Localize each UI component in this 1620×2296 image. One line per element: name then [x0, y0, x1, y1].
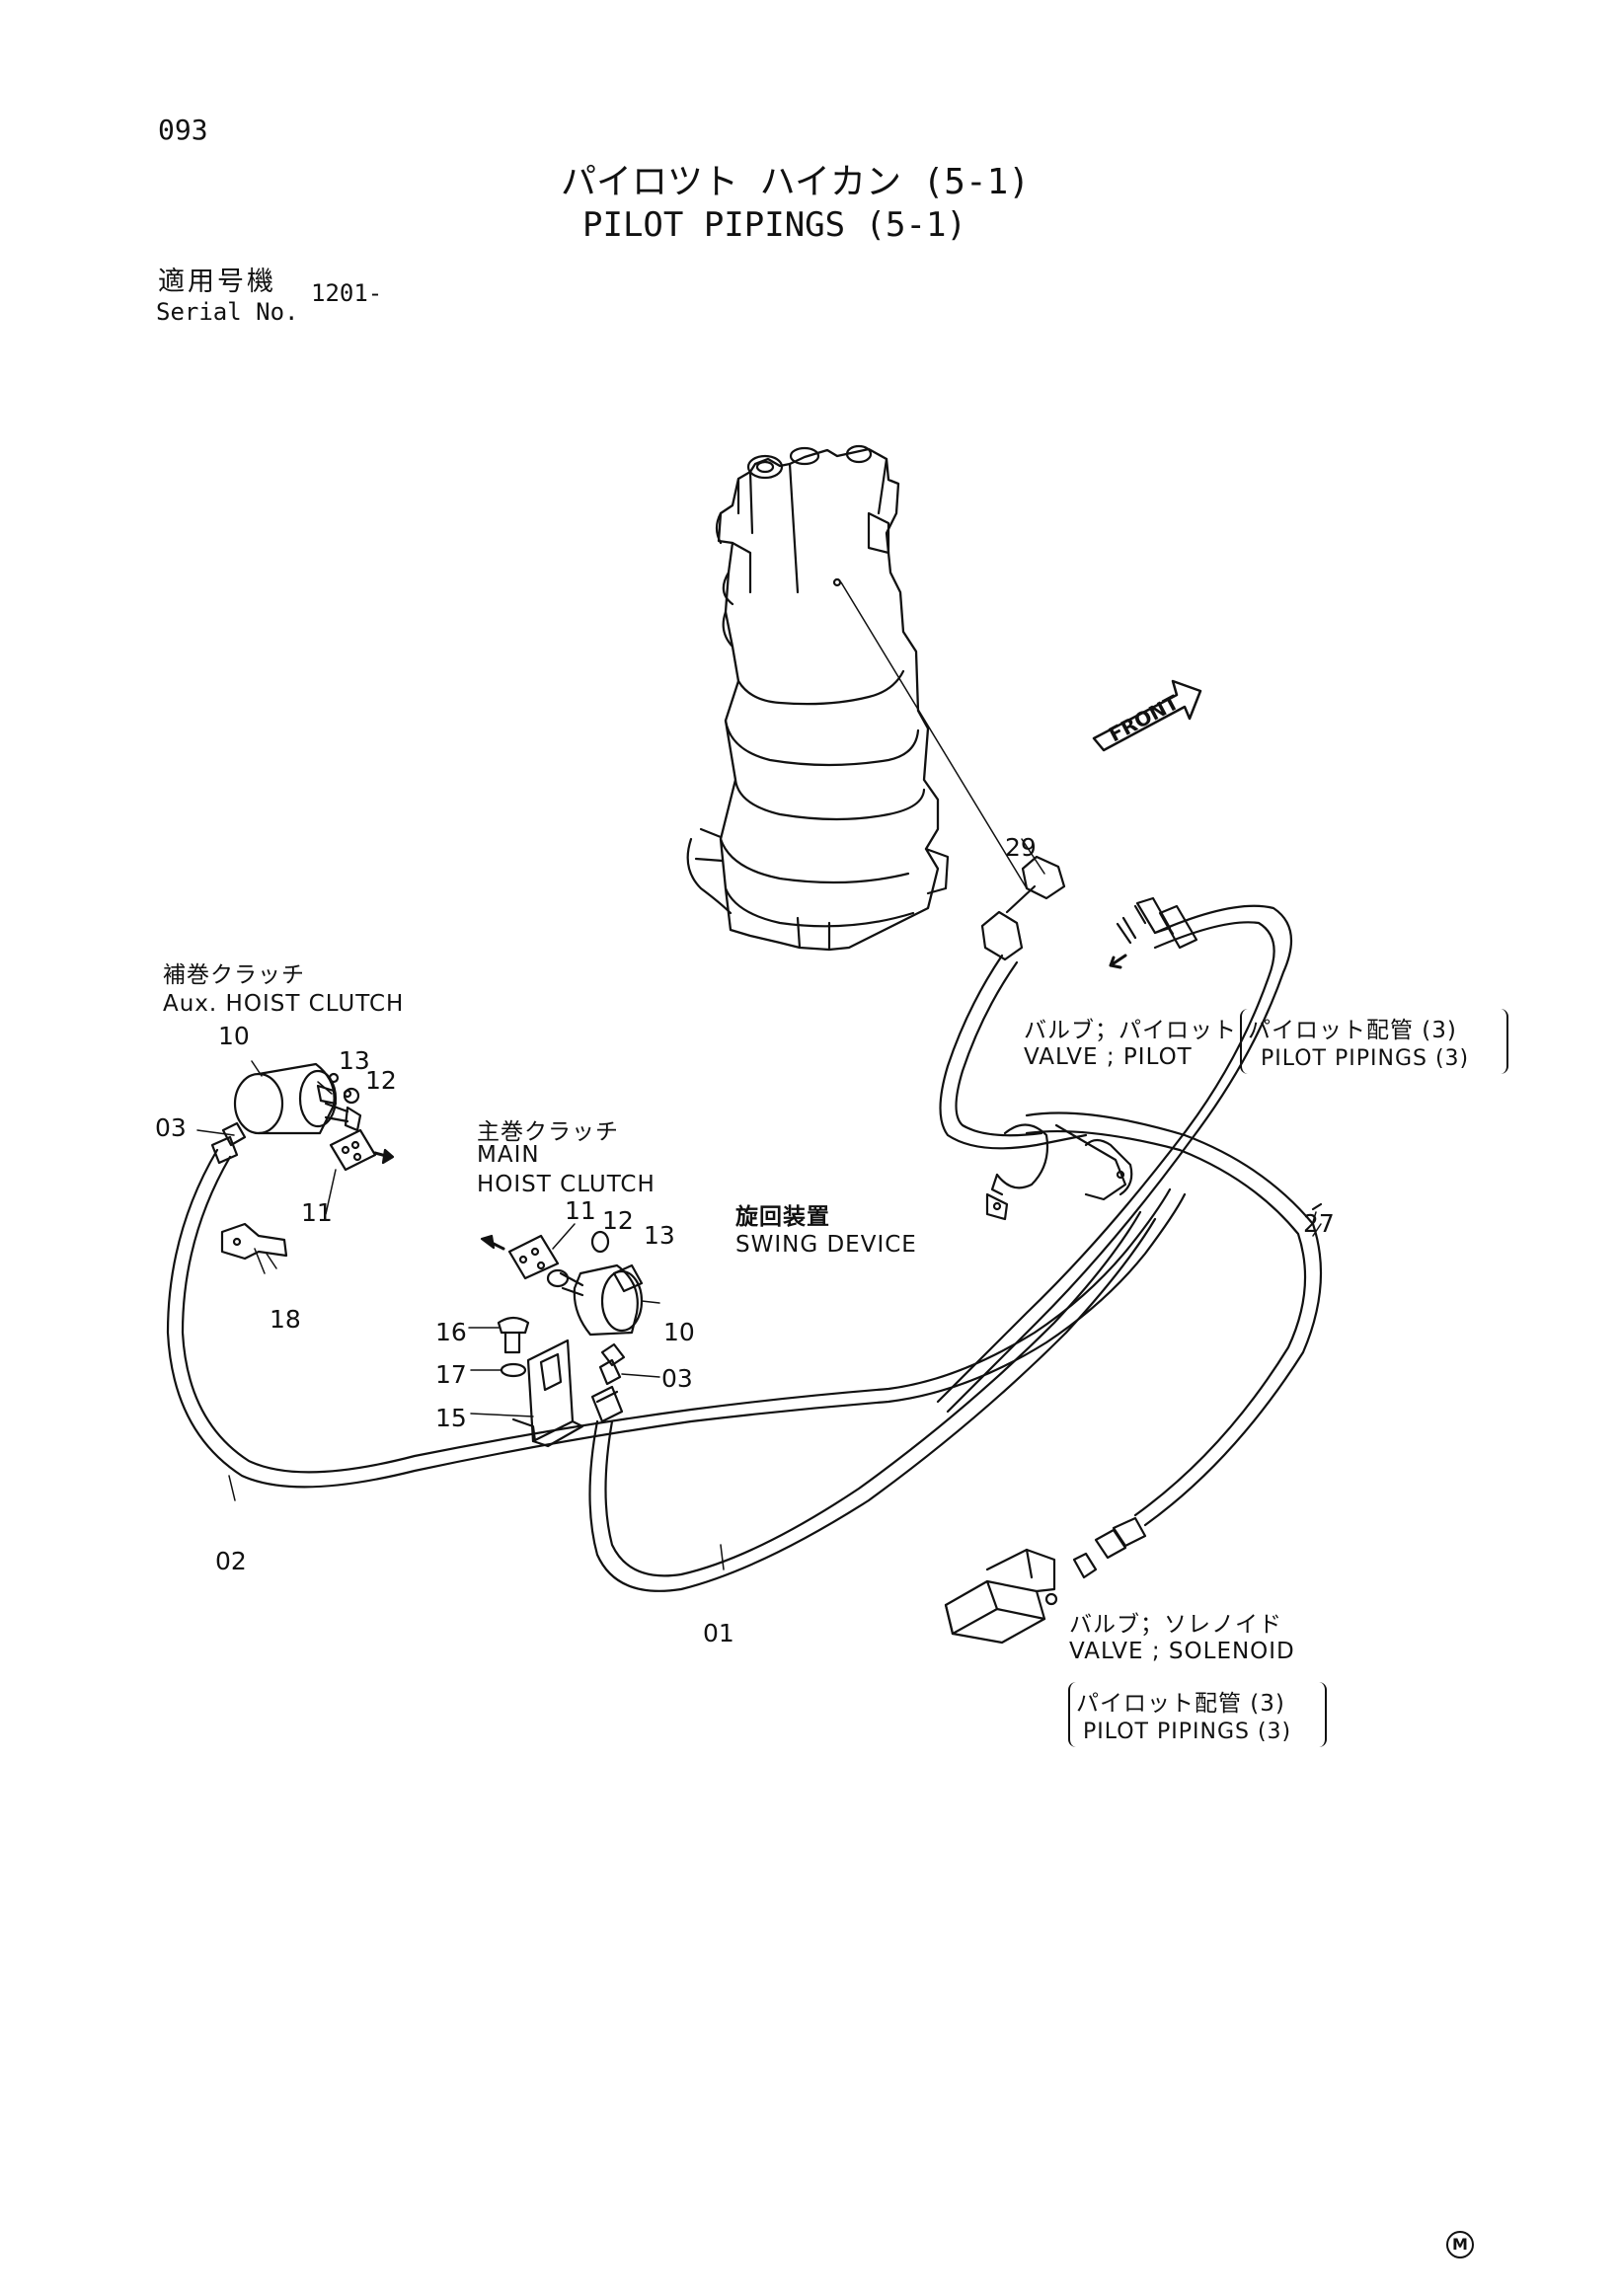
part-number-11-aux: 11	[301, 1198, 333, 1227]
pilot-pipings-lower-label-en: PILOT PIPINGS (3)	[1083, 1720, 1292, 1744]
aux-hoist-clutch-label-jp: 補巻クラッチ	[163, 962, 305, 988]
part-number-27: 27	[1303, 1209, 1335, 1238]
main-hoist-clutch	[468, 1230, 660, 1448]
part-number-02: 02	[215, 1547, 247, 1575]
front-arrow-label: FRONT	[1105, 690, 1183, 746]
part-number-16: 16	[435, 1318, 467, 1346]
serial-label-en: Serial No.	[156, 298, 299, 326]
valve-pilot-label-jp: バルブ；パイロット	[1024, 1018, 1237, 1043]
main-hoist-clutch-label-en-1: MAIN	[477, 1142, 540, 1168]
part-number-29: 29	[1005, 833, 1037, 862]
part-number-12-main: 12	[602, 1206, 634, 1235]
pilot-pipings-upper-label-jp: パイロット配管 (3)	[1248, 1018, 1457, 1043]
swing-device-body	[686, 444, 950, 952]
part-number-17: 17	[435, 1360, 467, 1389]
pilot-pipings-bracket-upper	[1240, 1009, 1508, 1074]
part-number-03-main: 03	[661, 1364, 693, 1393]
part-number-03-aux: 03	[155, 1113, 187, 1142]
aux-hoist-clutch	[196, 1062, 395, 1269]
swing-device-label-en: SWING DEVICE	[735, 1232, 917, 1258]
part-number-01: 01	[703, 1619, 734, 1647]
pipe-27	[936, 904, 1323, 1527]
serial-label-jp: 適用号機	[158, 267, 276, 297]
solenoid-valve	[944, 1516, 1147, 1645]
main-hoist-clutch-label-en-2: HOIST CLUTCH	[477, 1172, 656, 1197]
fitting-29	[840, 581, 1066, 961]
circled-m-mark: M	[1446, 2231, 1474, 2258]
title-japanese: パイロツト ハイカン (5-1)	[561, 162, 1030, 202]
pipe-01	[588, 1210, 1157, 1592]
page-number: 093	[158, 114, 208, 146]
swing-device-label-jp: 旋回装置	[735, 1204, 830, 1230]
pilot-valve-connectors	[1109, 896, 1198, 969]
part-number-11-main: 11	[565, 1196, 596, 1225]
part-number-10-main: 10	[663, 1318, 695, 1346]
valve-solenoid-label-en: VALVE ; SOLENOID	[1069, 1639, 1295, 1664]
front-arrow-icon: FRONT	[1092, 679, 1202, 752]
title-english: PILOT PIPINGS (5-1)	[582, 205, 966, 245]
part-number-18: 18	[270, 1305, 301, 1334]
valve-solenoid-label-jp: バルブ；ソレノイド	[1069, 1612, 1282, 1638]
part-number-12-aux: 12	[365, 1066, 397, 1095]
pilot-pipings-bracket-lower	[1068, 1682, 1327, 1747]
pipe-clamp-bracket	[985, 1123, 1133, 1221]
main-hoist-clutch-label-jp: 主巻クラッチ	[477, 1119, 619, 1145]
part-number-15: 15	[435, 1404, 467, 1432]
valve-pilot-label-en: VALVE ; PILOT	[1024, 1044, 1193, 1070]
aux-hoist-clutch-label-en: Aux. HOIST CLUTCH	[163, 991, 405, 1017]
circled-m-letter: M	[1452, 2235, 1468, 2254]
pilot-pipings-lower-label-jp: パイロット配管 (3)	[1076, 1691, 1285, 1717]
part-number-13-aux: 13	[339, 1046, 370, 1075]
part-number-10-aux: 10	[218, 1022, 250, 1050]
pilot-pipings-upper-label-en: PILOT PIPINGS (3)	[1261, 1046, 1470, 1071]
serial-value: 1201-	[311, 279, 383, 307]
part-number-13-main: 13	[644, 1221, 675, 1250]
